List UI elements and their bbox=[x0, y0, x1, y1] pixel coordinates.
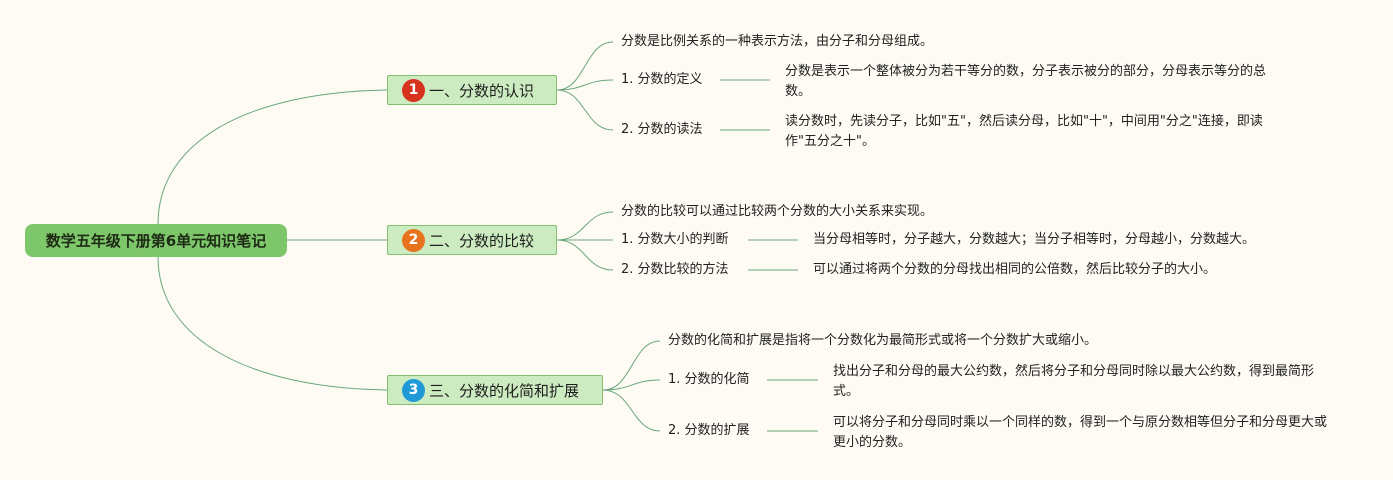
branch-3-intro: 分数的化简和扩展是指将一个分数化为最简形式或将一个分数扩大或缩小。 bbox=[668, 333, 1098, 348]
branch-3-item-1-desc: 找出分子和分母的最大公约数，然后将分子和分母同时除以最大公约数，得到最简形式。 bbox=[833, 364, 1315, 399]
branch-node-1[interactable]: 1 一、分数的认识 bbox=[387, 75, 557, 105]
branch-label-1: 一、分数的认识 bbox=[429, 81, 535, 100]
branch-1-intro: 分数是比例关系的一种表示方法，由分子和分母组成。 bbox=[621, 34, 934, 49]
branch-1-item-1-title: 1. 分数的定义 bbox=[621, 72, 703, 87]
connector-b1-intro bbox=[556, 41, 614, 91]
connector-root-branch-3 bbox=[157, 256, 388, 391]
connector-b1-item2 bbox=[556, 89, 614, 131]
number-badge-3-icon: 3 bbox=[402, 378, 425, 402]
branch-2-item-1-desc: 当分母相等时，分子越大，分数越大；当分子相等时，分母越小，分数越大。 bbox=[813, 232, 1256, 247]
branch-3-item-1-title: 1. 分数的化简 bbox=[668, 372, 750, 387]
branch-2-item-2-title: 2. 分数比较的方法 bbox=[621, 262, 729, 277]
connector-root-branch-1 bbox=[157, 89, 388, 225]
branch-3-item-2-title: 2. 分数的扩展 bbox=[668, 423, 750, 438]
branch-2-item-2-desc: 可以通过将两个分数的分母找出相同的公倍数，然后比较分子的大小。 bbox=[813, 262, 1217, 277]
root-node[interactable]: 数学五年级下册第6单元知识笔记 bbox=[25, 224, 287, 257]
branch-1-item-2-desc: 读分数时，先读分子，比如"五"，然后读分母，比如"十"，中间用"分之"连接，即读… bbox=[785, 114, 1263, 149]
branch-3-item-2-desc: 可以将分子和分母同时乘以一个同样的数，得到一个与原分数相等但分子和分母更大或更小… bbox=[833, 415, 1328, 450]
connector-b2-item2 bbox=[556, 239, 614, 271]
branch-1-item-1-desc: 分数是表示一个整体被分为若干等分的数，分子表示被分的部分，分母表示等分的总数。 bbox=[785, 64, 1267, 99]
branch-2-intro: 分数的比较可以通过比较两个分数的大小关系来实现。 bbox=[621, 204, 934, 219]
number-badge-1-icon: 1 bbox=[402, 78, 425, 102]
branch-node-3[interactable]: 3 三、分数的化简和扩展 bbox=[387, 375, 603, 405]
connector-b3-item2 bbox=[602, 389, 661, 432]
root-label: 数学五年级下册第6单元知识笔记 bbox=[45, 232, 267, 250]
branch-2-item-1-title: 1. 分数大小的判断 bbox=[621, 232, 729, 247]
connector-b1-item1 bbox=[556, 79, 614, 91]
connector-b3-item1 bbox=[602, 379, 661, 391]
connector-b2-intro bbox=[556, 211, 614, 241]
branch-label-2: 二、分数的比较 bbox=[429, 231, 535, 250]
branch-label-3: 三、分数的化简和扩展 bbox=[429, 381, 580, 400]
connector-b3-intro bbox=[602, 340, 661, 391]
branch-node-2[interactable]: 2 二、分数的比较 bbox=[387, 225, 557, 255]
branch-1-item-2-title: 2. 分数的读法 bbox=[621, 122, 703, 137]
number-badge-2-icon: 2 bbox=[402, 228, 425, 252]
